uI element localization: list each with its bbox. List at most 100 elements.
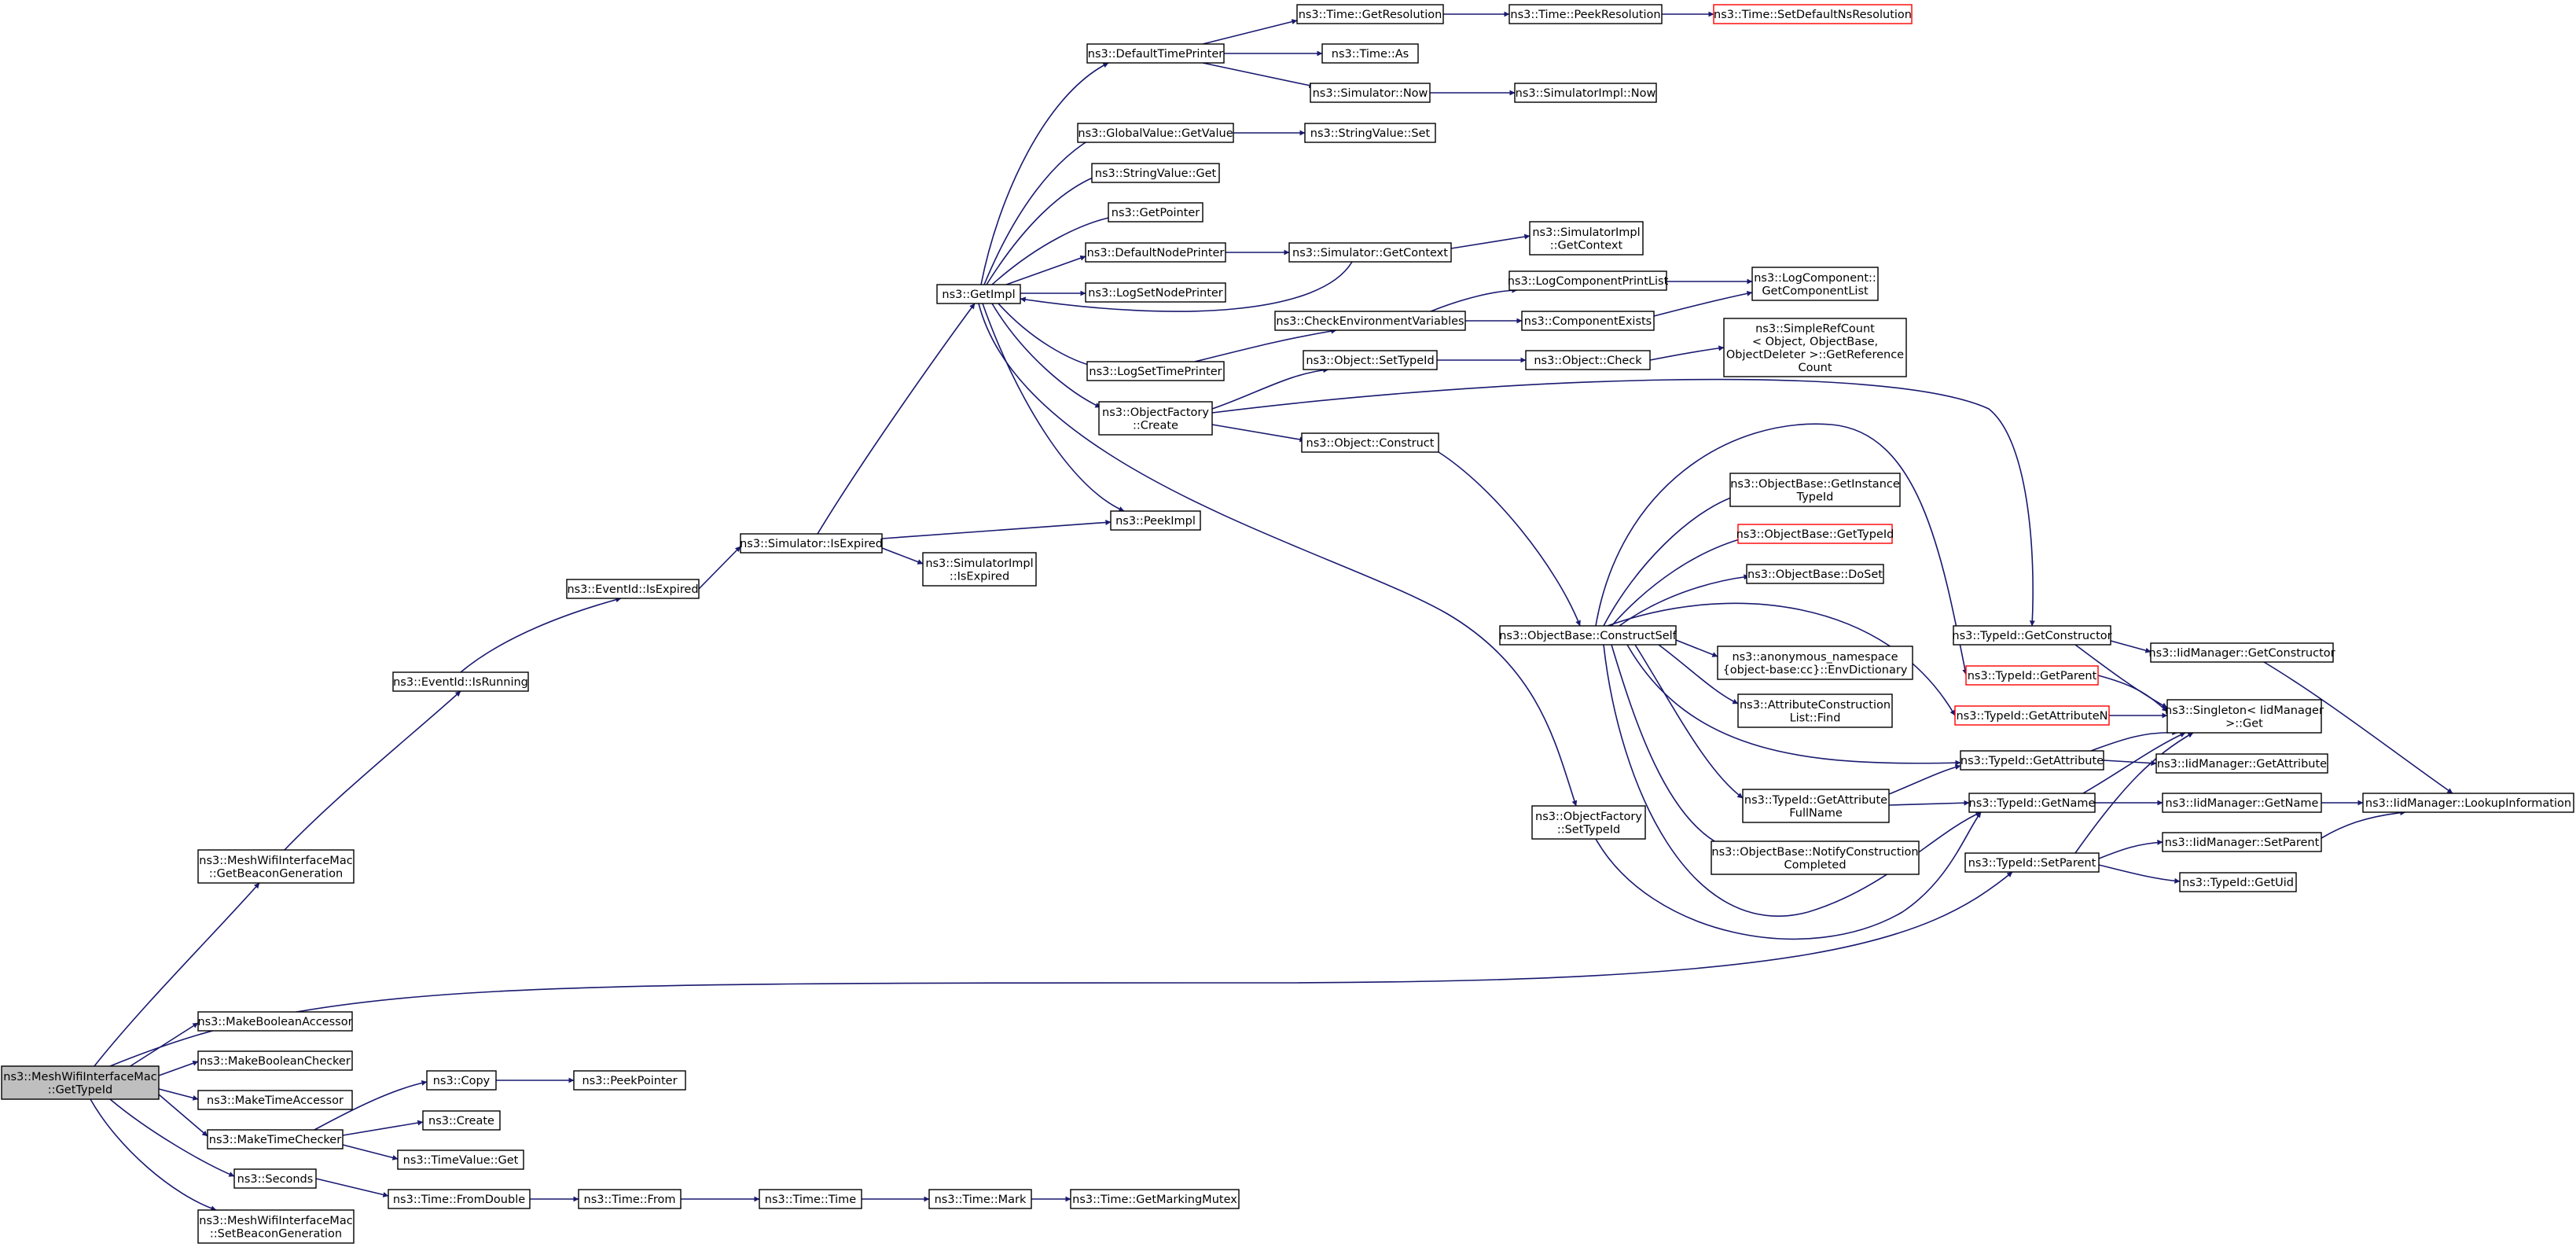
node-simNow[interactable]: ns3::Simulator::Now <box>1310 83 1431 103</box>
node-box[interactable] <box>207 1129 344 1150</box>
node-box[interactable] <box>1 1065 160 1100</box>
node-box[interactable] <box>759 1189 862 1209</box>
node-peekImpl[interactable]: ns3::PeekImpl <box>1110 510 1201 531</box>
node-logSetNodePrinter[interactable]: ns3::LogSetNodePrinter <box>1085 282 1226 303</box>
node-envDictionary[interactable]: ns3::anonymous_namespace{object-base:cc}… <box>1717 646 1913 680</box>
node-box[interactable] <box>1742 789 1890 823</box>
node-typeIdGetParent[interactable]: ns3::TypeId::GetParent <box>1965 665 2099 686</box>
node-simpleRefCount[interactable]: ns3::SimpleRefCount< Object, ObjectBase,… <box>1723 318 1907 377</box>
node-box[interactable] <box>1531 805 1646 840</box>
node-box[interactable] <box>2162 793 2322 813</box>
node-defaultTimePrinter[interactable]: ns3::DefaultTimePrinter <box>1086 43 1225 64</box>
node-getMarkingMutex[interactable]: ns3::Time::GetMarkingMutex <box>1070 1189 1240 1209</box>
node-create[interactable]: ns3::Create <box>422 1110 501 1131</box>
node-makeTimeChk[interactable]: ns3::MakeTimeChecker <box>207 1129 344 1150</box>
node-box[interactable] <box>422 1110 501 1131</box>
node-box[interactable] <box>1514 83 1657 103</box>
node-box[interactable] <box>197 1209 355 1244</box>
node-objFactoryCreate[interactable]: ns3::ObjectFactory::Create <box>1098 401 1213 436</box>
node-typeIdGetAttributeN[interactable]: ns3::TypeId::GetAttributeN <box>1954 705 2110 726</box>
node-box[interactable] <box>1713 4 1913 24</box>
node-box[interactable] <box>936 284 1021 304</box>
node-box[interactable] <box>2162 832 2322 852</box>
node-box[interactable] <box>1960 750 2104 771</box>
node-timeValueGet[interactable]: ns3::TimeValue::Get <box>397 1150 524 1170</box>
node-box[interactable] <box>1525 350 1651 370</box>
node-box[interactable] <box>1521 311 1655 331</box>
node-box[interactable] <box>1085 282 1226 303</box>
node-stringValueSet[interactable]: ns3::StringValue::Set <box>1304 123 1436 143</box>
node-box[interactable] <box>1303 350 1438 370</box>
node-box[interactable] <box>1321 43 1419 64</box>
node-box[interactable] <box>233 1168 317 1189</box>
node-box[interactable] <box>1746 564 1884 584</box>
node-simImplGetContext[interactable]: ns3::SimulatorImpl::GetContext <box>1529 221 1644 256</box>
node-box[interactable] <box>740 533 883 554</box>
node-timeSetDefaultNsRes[interactable]: ns3::Time::SetDefaultNsResolution <box>1713 4 1913 24</box>
node-box[interactable] <box>1108 202 1203 223</box>
node-box[interactable] <box>1274 311 1466 331</box>
node-constructSelf[interactable]: ns3::ObjectBase::ConstructSelf <box>1499 625 1678 646</box>
node-box[interactable] <box>397 1150 524 1170</box>
node-isRunning[interactable]: ns3::EventId::IsRunning <box>392 671 529 692</box>
node-iidLookupInfo[interactable]: ns3::IidManager::LookupInformation <box>2362 793 2574 813</box>
node-copy[interactable]: ns3::Copy <box>426 1070 497 1091</box>
node-objBaseDoSet[interactable]: ns3::ObjectBase::DoSet <box>1746 564 1884 584</box>
node-simGetContext[interactable]: ns3::Simulator::GetContext <box>1288 242 1452 263</box>
node-iidGetConstructor[interactable]: ns3::IidManager::GetConstructor <box>2148 642 2335 663</box>
node-timeFrom[interactable]: ns3::Time::From <box>578 1189 682 1209</box>
node-setBeaconGen[interactable]: ns3::MeshWifiInterfaceMac::SetBeaconGene… <box>197 1209 355 1244</box>
node-box[interactable] <box>1508 4 1663 24</box>
node-globalValueGet[interactable]: ns3::GlobalValue::GetValue <box>1077 123 1234 143</box>
node-box[interactable] <box>426 1070 497 1091</box>
node-box[interactable] <box>197 849 355 884</box>
node-timePeekRes[interactable]: ns3::Time::PeekResolution <box>1508 4 1663 24</box>
node-stringValueGet[interactable]: ns3::StringValue::Get <box>1091 163 1220 183</box>
node-box[interactable] <box>1965 665 2099 686</box>
node-makeTimeAcc[interactable]: ns3::MakeTimeAccessor <box>197 1090 353 1110</box>
node-box[interactable] <box>1737 524 1893 544</box>
node-timeMark[interactable]: ns3::Time::Mark <box>928 1189 1032 1209</box>
node-box[interactable] <box>1529 221 1644 256</box>
node-getPointer[interactable]: ns3::GetPointer <box>1108 202 1203 223</box>
node-box[interactable] <box>1954 705 2110 726</box>
node-box[interactable] <box>566 579 700 599</box>
node-box[interactable] <box>1077 123 1234 143</box>
node-makeBoolChk[interactable]: ns3::MakeBooleanChecker <box>197 1050 353 1071</box>
node-box[interactable] <box>197 1050 353 1071</box>
node-box[interactable] <box>1717 646 1913 680</box>
node-box[interactable] <box>197 1011 353 1032</box>
node-box[interactable] <box>1091 163 1220 183</box>
node-singletonGet[interactable]: ns3::Singleton< IidManager >::Get <box>2165 699 2324 734</box>
node-box[interactable] <box>573 1070 686 1091</box>
node-objBaseGetTypeId[interactable]: ns3::ObjectBase::GetTypeId <box>1736 524 1894 544</box>
node-timeAs[interactable]: ns3::Time::As <box>1321 43 1419 64</box>
node-box[interactable] <box>1711 841 1920 875</box>
node-makeBoolAcc[interactable]: ns3::MakeBooleanAccessor <box>197 1011 353 1032</box>
node-box[interactable] <box>1304 123 1436 143</box>
node-box[interactable] <box>1751 267 1879 301</box>
node-box[interactable] <box>2150 642 2334 663</box>
node-root[interactable]: ns3::MeshWifiInterfaceMac::GetTypeId <box>1 1065 160 1100</box>
node-box[interactable] <box>1310 83 1431 103</box>
node-box[interactable] <box>392 671 529 692</box>
node-typeIdGetUid[interactable]: ns3::TypeId::GetUid <box>2179 872 2297 892</box>
node-box[interactable] <box>2155 753 2328 774</box>
node-eventIsExpired[interactable]: ns3::EventId::IsExpired <box>566 579 700 599</box>
node-box[interactable] <box>1964 852 2100 873</box>
node-box[interactable] <box>928 1189 1032 1209</box>
node-typeIdGetName[interactable]: ns3::TypeId::GetName <box>1968 793 2096 813</box>
node-box[interactable] <box>1288 242 1452 263</box>
node-logSetTimePrinter[interactable]: ns3::LogSetTimePrinter <box>1086 361 1225 381</box>
node-box[interactable] <box>1301 432 1439 453</box>
node-box[interactable] <box>1723 318 1907 377</box>
node-componentExists[interactable]: ns3::ComponentExists <box>1521 311 1655 331</box>
node-box[interactable] <box>578 1189 682 1209</box>
node-simIsExpired[interactable]: ns3::Simulator::IsExpired <box>740 533 883 554</box>
node-fromDouble[interactable]: ns3::Time::FromDouble <box>388 1189 531 1209</box>
node-box[interactable] <box>1086 361 1225 381</box>
node-box[interactable] <box>1953 625 2111 646</box>
